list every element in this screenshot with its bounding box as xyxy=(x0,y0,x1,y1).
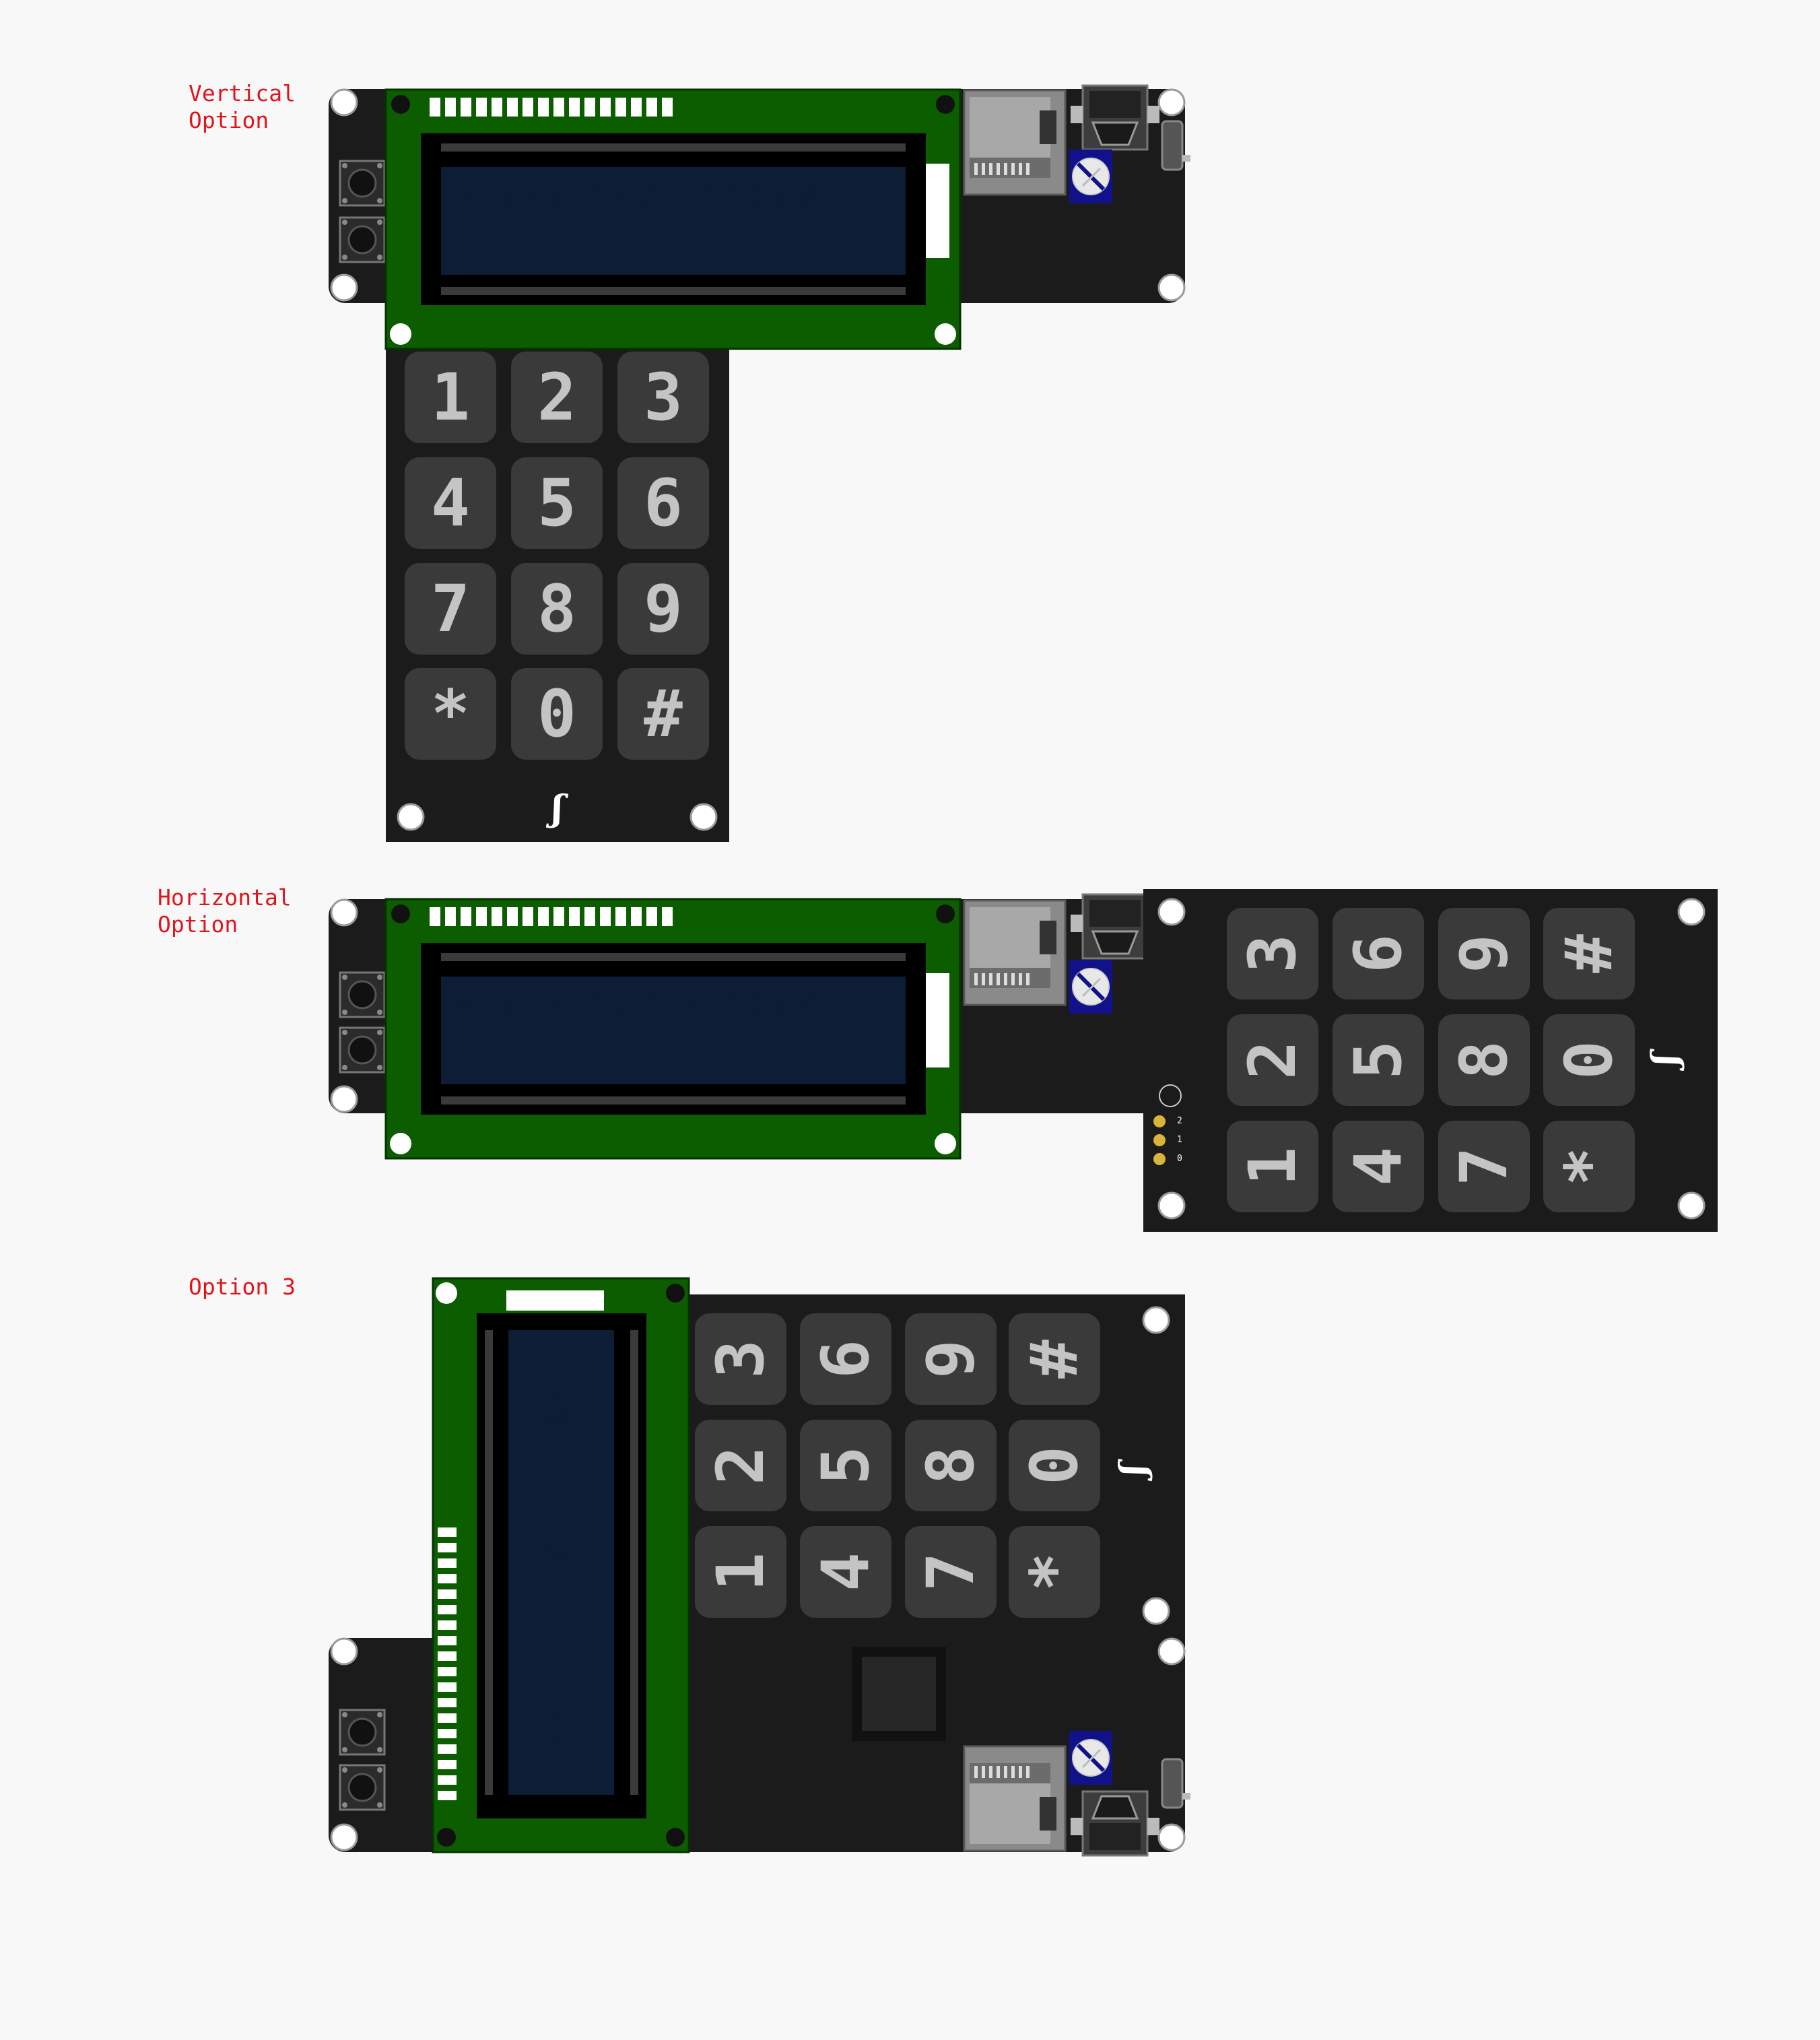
sd-card-slot xyxy=(963,899,1067,1006)
key-label: 8 xyxy=(913,1446,988,1485)
keypad: 3 6 9 # 2 5 8 0 1 4 7 * xyxy=(695,1313,1100,1618)
key-label: 1 xyxy=(431,360,470,435)
mount-hole xyxy=(1157,88,1186,117)
key-label: 8 xyxy=(537,571,576,647)
label-horizontal-line2: Option xyxy=(158,911,238,937)
push-button[interactable] xyxy=(339,1764,386,1811)
keypad: 1 2 3 4 5 6 7 8 9 * 0 # xyxy=(405,352,709,760)
mount-hole xyxy=(689,803,718,831)
pin-header: 2 1 0 xyxy=(1153,1084,1182,1165)
key-label: 7 xyxy=(1446,1147,1522,1186)
key-label: 4 xyxy=(431,465,470,541)
mount-hole xyxy=(330,1637,358,1666)
key-label: 1 xyxy=(1235,1147,1310,1186)
lcd-module: DRIVE THE FUTURE xyxy=(384,88,962,350)
mount-hole xyxy=(1157,1637,1186,1666)
power-switch[interactable] xyxy=(1161,120,1192,171)
key-label: 6 xyxy=(644,465,683,541)
key-label: 3 xyxy=(1235,934,1310,973)
key-label: # xyxy=(1551,934,1627,973)
mini-usb-connector xyxy=(1069,84,1161,151)
key-label: 9 xyxy=(1446,934,1522,973)
mount-hole xyxy=(397,803,425,831)
key-label: 0 xyxy=(1017,1446,1092,1485)
mount-hole xyxy=(1157,273,1186,302)
mount-hole xyxy=(1142,1597,1170,1625)
sd-card-slot xyxy=(963,1745,1067,1852)
potentiometer[interactable] xyxy=(1069,960,1112,1014)
key-label: 3 xyxy=(703,1340,778,1379)
push-button[interactable] xyxy=(339,1709,386,1756)
mount-hole xyxy=(330,88,358,117)
key-label: # xyxy=(644,676,683,752)
push-button[interactable] xyxy=(339,216,386,263)
lcd-text: DRIVE THE FUTURE xyxy=(541,1379,580,1746)
label-horizontal-line1: Horizontal xyxy=(158,884,292,911)
key-label: 1 xyxy=(703,1552,778,1591)
sd-card-slot xyxy=(963,89,1067,196)
key-label: 5 xyxy=(808,1446,883,1485)
key-label: * xyxy=(1017,1552,1092,1591)
key-label: * xyxy=(1551,1147,1627,1186)
key-label: 9 xyxy=(913,1340,988,1379)
mount-hole xyxy=(1157,1823,1186,1851)
key-label: 2 xyxy=(703,1446,778,1485)
key-label: 2 xyxy=(1235,1041,1310,1080)
mount-hole xyxy=(330,898,358,927)
key-label: 6 xyxy=(1341,934,1416,973)
mini-usb-connector xyxy=(1069,1790,1161,1857)
lcd-text: DRIVE THE FUTURE xyxy=(453,989,821,1028)
push-button[interactable] xyxy=(339,1026,386,1074)
mount-hole xyxy=(1142,1306,1170,1334)
lcd-module: DRIVE THE FUTURE xyxy=(384,898,962,1160)
key-label: 7 xyxy=(913,1552,988,1591)
key-label: 6 xyxy=(808,1340,883,1379)
potentiometer[interactable] xyxy=(1069,1731,1112,1785)
label-vertical-line2: Option xyxy=(189,107,269,133)
vertical-option: ʃ 1 2 3 4 5 6 7 8 9 * 0 # xyxy=(329,84,1192,842)
push-button[interactable] xyxy=(339,160,386,207)
pin-label: 1 xyxy=(1177,1135,1182,1145)
key-label: # xyxy=(1017,1340,1092,1379)
mount-hole xyxy=(330,273,358,302)
key-label: 5 xyxy=(537,465,576,541)
mount-hole xyxy=(1677,1191,1706,1220)
push-button[interactable] xyxy=(339,971,386,1018)
mount-hole xyxy=(330,1823,358,1851)
mount-hole xyxy=(330,1085,358,1113)
key-label: 5 xyxy=(1341,1041,1416,1080)
label-option-3: Option 3 xyxy=(189,1274,296,1300)
power-switch[interactable] xyxy=(1161,1758,1192,1809)
pin-label: 0 xyxy=(1177,1154,1182,1164)
mount-hole xyxy=(1677,898,1706,926)
key-label: 0 xyxy=(537,676,576,752)
option-3: ʃ 3 6 9 # 2 5 8 0 1 4 7 * xyxy=(329,1277,1192,1857)
potentiometer[interactable] xyxy=(1069,150,1112,203)
horizontal-option: ʃ 2 1 0 3 6 9 # 2 xyxy=(329,889,1718,1232)
key-label: 2 xyxy=(537,360,576,435)
lcd-module: DRIVE THE FUTURE xyxy=(432,1277,690,1853)
mount-hole xyxy=(1157,898,1186,926)
label-vertical-line1: Vertical xyxy=(189,80,296,106)
lcd-text: DRIVE THE FUTURE xyxy=(453,180,821,219)
key-label: 8 xyxy=(1446,1041,1522,1080)
key-label: 4 xyxy=(1341,1147,1416,1186)
pin-label: 2 xyxy=(1177,1116,1182,1126)
key-label: 0 xyxy=(1551,1041,1627,1080)
key-label: 3 xyxy=(644,360,683,435)
key-label: 9 xyxy=(644,571,683,647)
key-label: * xyxy=(431,676,470,752)
keypad: 3 6 9 # 2 5 8 0 1 4 7 * xyxy=(1227,908,1635,1212)
key-label: 7 xyxy=(431,571,470,647)
key-label: 4 xyxy=(808,1552,883,1591)
microcontroller-chip xyxy=(852,1647,946,1741)
mount-hole xyxy=(1157,1191,1186,1220)
